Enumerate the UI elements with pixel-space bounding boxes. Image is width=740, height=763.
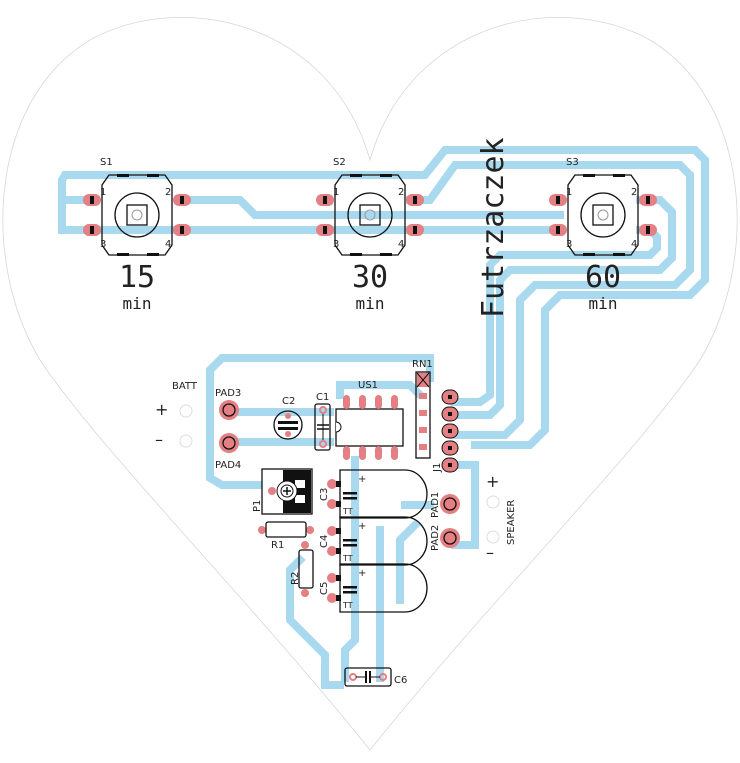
tantalum-capacitors: + TT C3 + TT C4 + TT C5 bbox=[319, 469, 428, 613]
pin-label: 1 bbox=[566, 187, 572, 198]
speaker-plus: + bbox=[486, 472, 499, 491]
pad3[interactable] bbox=[219, 400, 239, 420]
pin-label: 4 bbox=[398, 239, 404, 250]
p1-label: P1 bbox=[252, 500, 263, 512]
tantalum-mark: TT bbox=[342, 554, 353, 563]
capacitor-c1: C1 bbox=[314, 392, 331, 451]
c6-label: C6 bbox=[394, 675, 407, 686]
header-j1: J1 bbox=[432, 389, 459, 473]
pad3-label: PAD3 bbox=[215, 388, 241, 399]
pin-label: 3 bbox=[333, 239, 339, 250]
resistor-r1: R1 bbox=[258, 521, 314, 551]
j1-label: J1 bbox=[432, 463, 443, 473]
ic-us1: US1 bbox=[335, 380, 404, 460]
c5-label: C5 bbox=[319, 582, 330, 595]
pin-label: 1 bbox=[100, 187, 106, 198]
us1-label: US1 bbox=[358, 380, 378, 391]
speaker-minus: – bbox=[486, 543, 494, 562]
r2-label: R2 bbox=[290, 572, 301, 585]
battery-connector: BATT + – PAD3 PAD4 bbox=[155, 381, 241, 471]
capacitor-c6: C6 bbox=[344, 667, 407, 687]
battery-plus: + bbox=[155, 400, 168, 419]
capacitor-c2: C2 bbox=[273, 396, 303, 440]
switch-time-unit: min bbox=[123, 294, 152, 313]
board-title: Futrzaczek bbox=[476, 137, 511, 318]
polarity-mark: + bbox=[358, 474, 366, 485]
pin-label: 2 bbox=[398, 187, 404, 198]
j1-pin[interactable] bbox=[441, 406, 459, 422]
speaker-connector: PAD1 PAD2 + – SPEAKER bbox=[430, 472, 517, 562]
j1-pin[interactable] bbox=[441, 389, 459, 405]
pad4-label: PAD4 bbox=[215, 460, 241, 471]
resistor-network-rn1: RN1 bbox=[412, 359, 433, 459]
pad1[interactable] bbox=[440, 494, 460, 514]
switch-time-unit: min bbox=[356, 294, 385, 313]
pad2-label: PAD2 bbox=[430, 525, 441, 551]
pad4[interactable] bbox=[219, 433, 239, 453]
pin-label: 3 bbox=[100, 239, 106, 250]
c4-label: C4 bbox=[319, 535, 330, 548]
pad1-label: PAD1 bbox=[430, 492, 441, 518]
board-outline bbox=[2, 17, 738, 751]
r1-label: R1 bbox=[271, 540, 284, 551]
polarity-mark: + bbox=[358, 521, 366, 532]
j1-pin[interactable] bbox=[441, 457, 459, 473]
j1-pin[interactable] bbox=[441, 423, 459, 439]
switch-ref: S2 bbox=[333, 157, 346, 168]
switch-ref: S3 bbox=[566, 157, 579, 168]
j1-pin[interactable] bbox=[441, 440, 459, 456]
switch-time-value: 30 bbox=[352, 260, 388, 295]
pin-label: 2 bbox=[631, 187, 637, 198]
capacitor-c5: + TT C5 bbox=[319, 563, 428, 613]
potentiometer-p1: P1 bbox=[252, 468, 313, 515]
pin-label: 4 bbox=[165, 239, 171, 250]
tantalum-mark: TT bbox=[342, 507, 353, 516]
speaker-label: SPEAKER bbox=[506, 500, 517, 545]
c1-label: C1 bbox=[316, 392, 329, 403]
switch-ref: S1 bbox=[100, 157, 113, 168]
polarity-mark: + bbox=[358, 568, 366, 579]
tantalum-mark: TT bbox=[342, 601, 353, 610]
resistor-r2: R2 bbox=[290, 541, 314, 597]
c3-label: C3 bbox=[319, 488, 330, 501]
capacitor-c3: + TT C3 bbox=[319, 469, 428, 519]
pin-label: 4 bbox=[631, 239, 637, 250]
battery-minus: – bbox=[155, 430, 163, 449]
battery-label: BATT bbox=[172, 381, 198, 392]
switch-time-unit: min bbox=[589, 294, 618, 313]
pin-label: 3 bbox=[566, 239, 572, 250]
c2-label: C2 bbox=[282, 396, 295, 407]
pin-label: 1 bbox=[333, 187, 339, 198]
rn1-label: RN1 bbox=[412, 359, 433, 370]
switch-time-value: 60 bbox=[585, 260, 621, 295]
pad2[interactable] bbox=[440, 528, 460, 548]
switch-time-value: 15 bbox=[119, 260, 155, 295]
pin-label: 2 bbox=[165, 187, 171, 198]
